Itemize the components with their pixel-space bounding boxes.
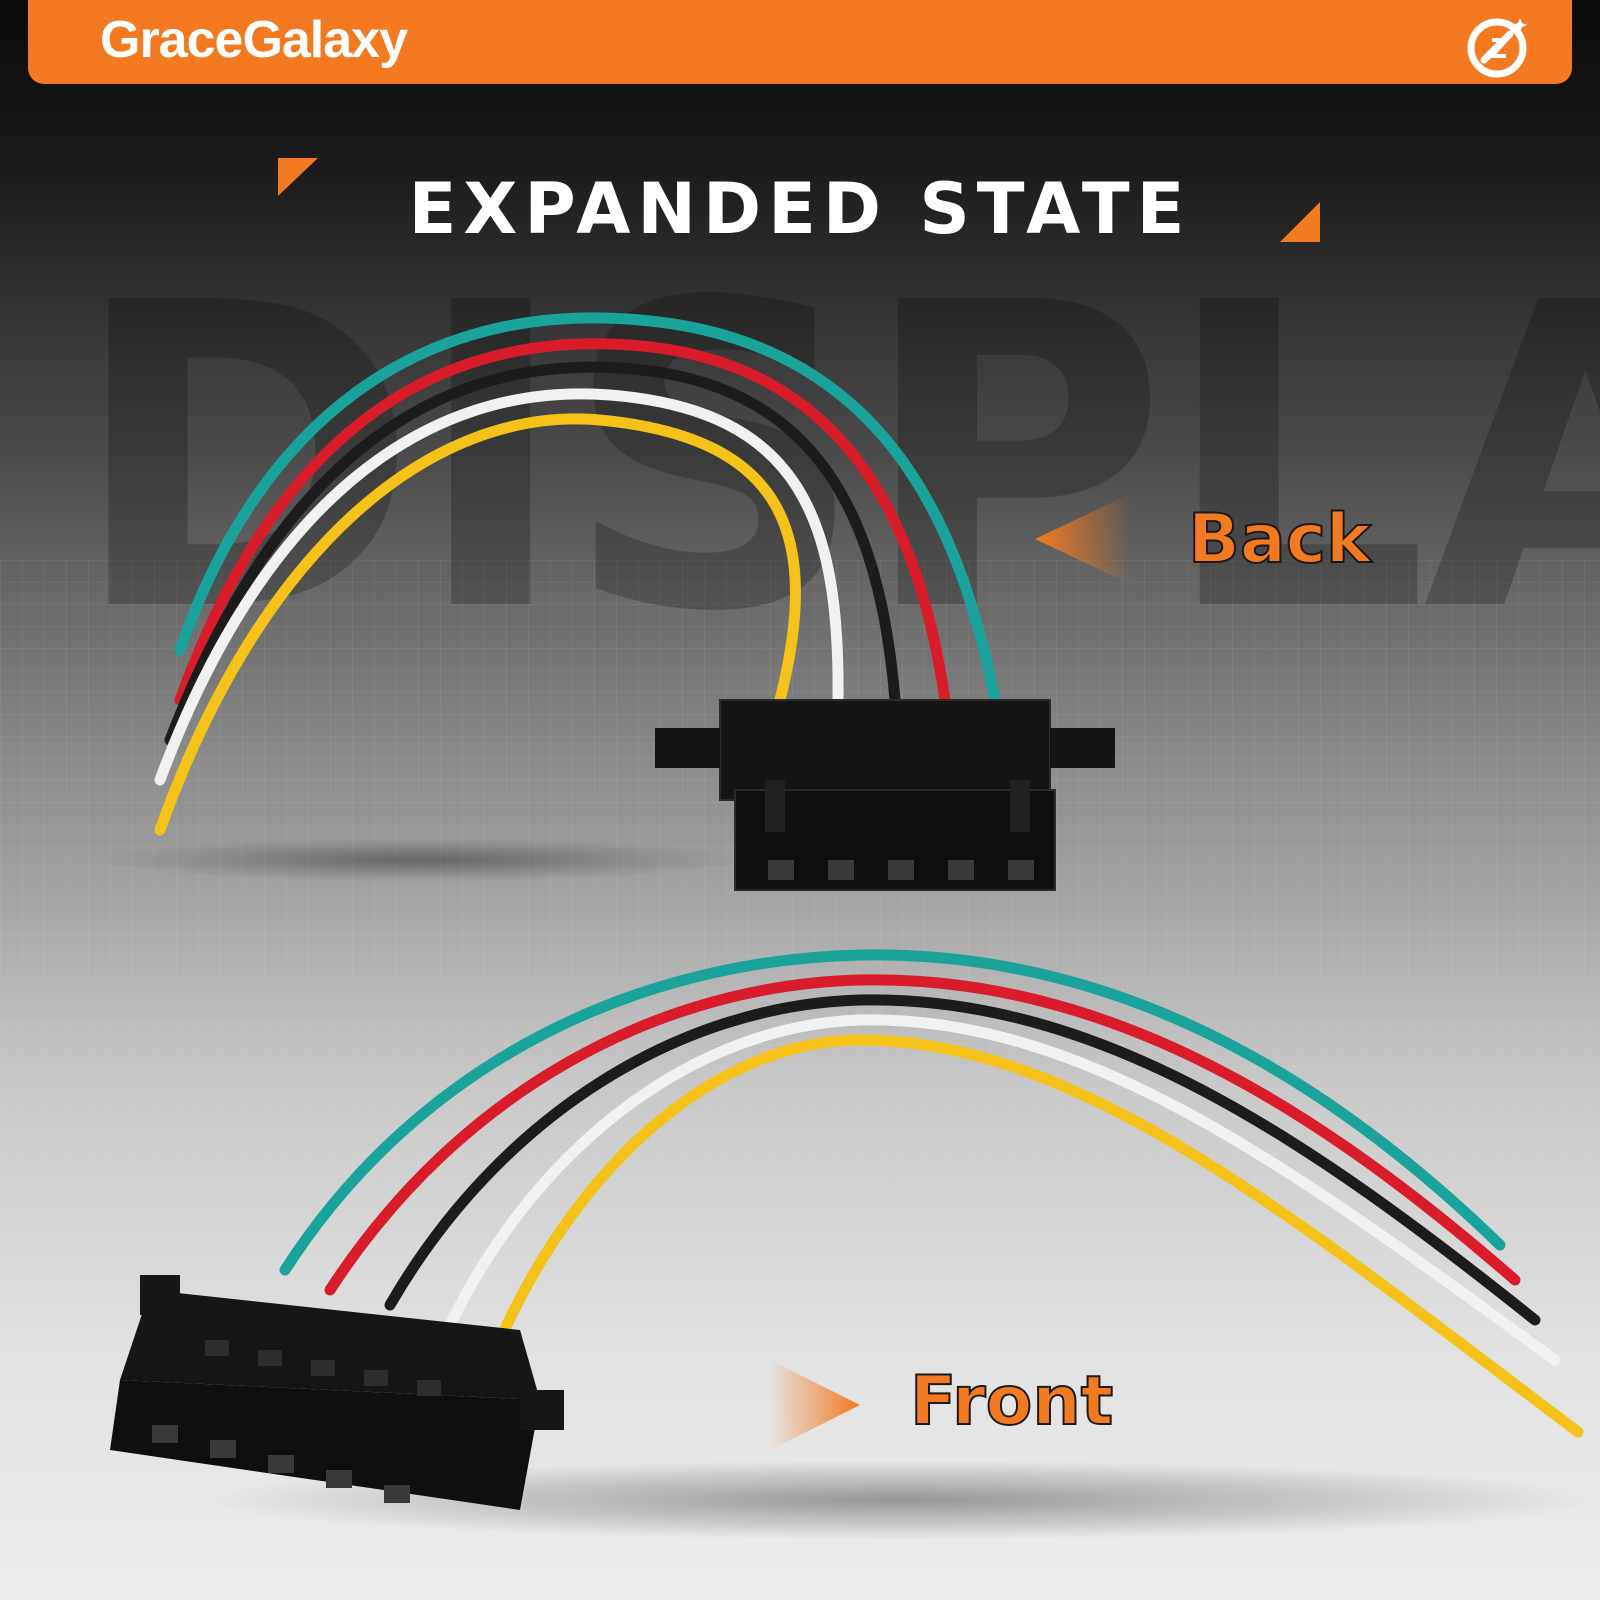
back-wire-harness (154, 312, 1001, 836)
front-connector (110, 1275, 564, 1510)
brand-logo-icon (1467, 18, 1527, 78)
page-title: EXPANDED STATE (408, 168, 1192, 250)
brand-banner: GraceGalaxy (28, 0, 1572, 84)
back-connector (655, 699, 1115, 891)
front-label: Front (909, 1361, 1114, 1442)
back-label: Back (1187, 499, 1372, 580)
corner-accent-left (278, 158, 318, 196)
front-wire-harness (279, 949, 1584, 1438)
back-arrow-icon (1035, 494, 1130, 584)
front-arrow-icon (770, 1360, 860, 1450)
brand-name: GraceGalaxy (100, 11, 408, 69)
corner-accent-right (1280, 202, 1320, 242)
